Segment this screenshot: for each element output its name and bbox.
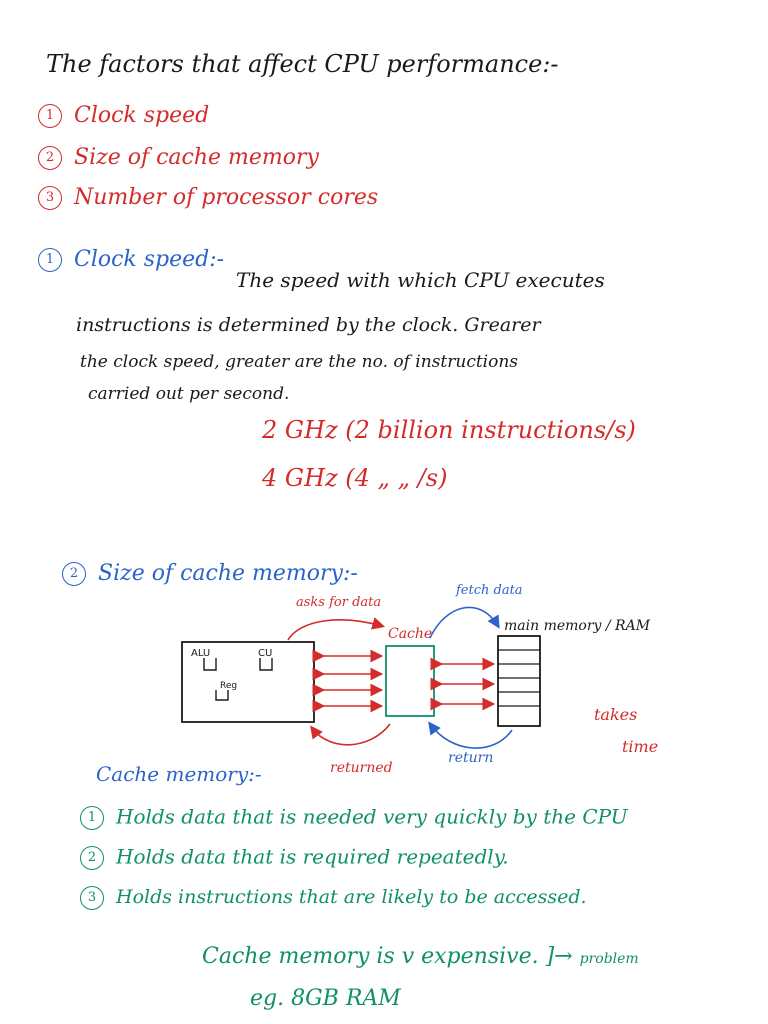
cu-register	[259, 658, 273, 671]
returned-label: returned	[330, 760, 393, 776]
clock-example: 2 GHz (2 billion instructions/s)	[262, 416, 636, 444]
clock-text-line: the clock speed, greater are the no. of …	[80, 352, 519, 372]
cache-example: eg. 8GB RAM	[250, 986, 401, 1011]
cache-point: 3 Holds instructions that are likely to b…	[80, 886, 587, 910]
cache-heading: 2 Size of cache memory:-	[62, 562, 358, 586]
cache-box	[385, 645, 435, 717]
cache-diagram: ALU CU Reg Cache main memory / RAM asks …	[181, 583, 658, 776]
clock-speed-heading: 1 Clock speed:-	[38, 248, 224, 272]
ram-stack	[497, 635, 541, 727]
cu-label: CU	[258, 648, 272, 659]
number-badge: 2	[62, 562, 86, 586]
point-text: Holds data that is required repeatedly.	[116, 844, 509, 869]
factor-label: Size of cache memory	[74, 145, 319, 170]
fetch-data-label: fetch data	[455, 583, 523, 598]
number-badge: 3	[80, 886, 104, 910]
alu-label: ALU	[191, 648, 210, 659]
arrow-icon: ]→	[538, 944, 580, 969]
number-badge: 1	[38, 104, 62, 128]
point-text: Holds instructions that are likely to be…	[116, 886, 587, 908]
cache-label: Cache	[388, 626, 432, 642]
cpu-box	[181, 641, 315, 723]
cache-subtitle: Cache memory:-	[96, 762, 262, 786]
cache-point: 1 Holds data that is needed very quickly …	[80, 806, 628, 830]
note-text: Cache memory is v expensive.	[202, 944, 539, 969]
factor-item: 1 Clock speed	[38, 104, 209, 128]
return-label: return	[448, 750, 493, 766]
cache-cost-note: Cache memory is v expensive. ]→ problem	[202, 946, 639, 968]
section-title: Clock speed:-	[74, 247, 225, 272]
problem-label: problem	[579, 951, 639, 967]
factor-label: Number of processor cores	[74, 185, 379, 210]
section-title: Size of cache memory:-	[98, 561, 358, 586]
clock-text-line: The speed with which CPU executes	[236, 268, 605, 292]
factor-item: 2 Size of cache memory	[38, 146, 319, 170]
clock-text-line: instructions is determined by the clock.…	[76, 314, 541, 336]
number-badge: 2	[80, 846, 104, 870]
clock-example: 4 GHz (4 „ „ /s)	[262, 464, 448, 492]
clock-text-line: carried out per second.	[88, 384, 290, 404]
reg-register	[215, 690, 229, 701]
number-badge: 2	[38, 146, 62, 170]
ram-label: main memory / RAM	[504, 618, 651, 634]
asks-for-data-label: asks for data	[296, 595, 381, 610]
alu-register	[203, 658, 217, 671]
page-title: The factors that affect CPU performance:…	[46, 50, 559, 78]
point-text: Holds data that is needed very quickly b…	[116, 804, 628, 829]
number-badge: 3	[38, 186, 62, 210]
reg-label: Reg	[220, 681, 237, 691]
factor-label: Clock speed	[74, 103, 210, 128]
number-badge: 1	[80, 806, 104, 830]
factor-item: 3 Number of processor cores	[38, 186, 378, 210]
number-badge: 1	[38, 248, 62, 272]
cache-point: 2 Holds data that is required repeatedly.	[80, 846, 509, 870]
time-label: time	[622, 737, 658, 756]
takes-label: takes	[594, 705, 637, 724]
